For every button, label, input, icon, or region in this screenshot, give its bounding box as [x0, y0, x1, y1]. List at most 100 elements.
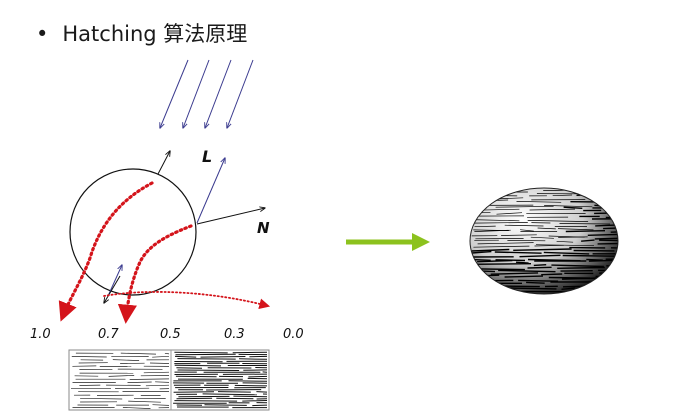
- hatch-stroke: [518, 279, 559, 282]
- light-vector-inner: [107, 265, 122, 297]
- hatch-stroke: [127, 381, 152, 383]
- hatch-stroke: [581, 239, 595, 242]
- tone-label: 1.0: [30, 327, 51, 342]
- hatch-stroke: [477, 259, 513, 263]
- hatch-stroke: [599, 239, 618, 242]
- hatch-stroke: [473, 245, 530, 248]
- hatch-stroke: [559, 223, 611, 225]
- hatch-stroke: [611, 188, 618, 191]
- hatch-stroke: [516, 201, 562, 203]
- hatch-stroke: [495, 205, 554, 208]
- sphere-circle: [69, 168, 197, 296]
- hatch-stroke: [556, 240, 574, 243]
- hatch-stroke: [120, 352, 157, 355]
- tone-label: 0.3: [224, 327, 245, 342]
- hatch-stroke: [202, 393, 258, 396]
- hatch-stroke: [563, 206, 583, 209]
- hatch-stroke: [177, 369, 240, 371]
- title-text: Hatching 算法原理: [62, 22, 248, 46]
- hatch-stroke: [217, 391, 251, 393]
- hatch-stroke: [470, 219, 520, 222]
- hatch-stroke: [592, 197, 618, 201]
- hatch-stroke: [477, 291, 517, 294]
- hatch-texture-strip: [68, 349, 270, 411]
- hatch-stroke: [473, 295, 486, 296]
- hatch-stroke: [476, 288, 507, 291]
- hatch-stroke: [599, 281, 618, 284]
- hatch-stroke: [173, 391, 215, 393]
- hatch-stroke: [513, 248, 572, 251]
- normal-vector: [196, 208, 265, 225]
- hatch-stroke: [594, 236, 618, 240]
- hatch-stroke: [164, 352, 170, 355]
- hatch-stroke: [535, 244, 595, 247]
- hatch-stroke: [477, 242, 534, 245]
- hatch-stroke: [252, 404, 268, 407]
- hatch-stroke: [557, 266, 605, 269]
- hatch-stroke: [470, 258, 491, 261]
- hatch-stroke: [565, 230, 606, 233]
- hatch-stroke: [200, 356, 246, 358]
- hatch-stroke: [471, 250, 492, 254]
- hatch-stroke: [474, 229, 511, 232]
- red-dotted-curve: [58, 181, 154, 322]
- hatch-stroke: [112, 359, 140, 361]
- normal-vector-inner: [104, 275, 121, 303]
- hatch-stroke: [543, 251, 590, 255]
- hatch-stroke: [558, 236, 588, 238]
- hatch-stroke: [471, 248, 510, 252]
- hatch-stroke: [490, 272, 539, 275]
- hatch-stroke: [605, 216, 618, 220]
- hatch-stroke: [80, 397, 123, 400]
- hatch-stroke: [551, 264, 604, 268]
- hatch-stroke: [174, 355, 197, 358]
- hatch-stroke: [585, 291, 603, 294]
- hatch-stroke: [470, 268, 525, 271]
- hatch-stroke: [534, 244, 564, 247]
- hatch-stroke: [609, 266, 618, 270]
- hatch-stroke: [588, 259, 618, 262]
- hatch-stroke: [606, 265, 618, 268]
- hatch-stroke: [597, 242, 618, 245]
- hatch-stroke: [496, 212, 523, 215]
- hatch-stroke: [471, 263, 532, 265]
- hatch-stroke: [508, 287, 557, 290]
- hatch-stroke: [174, 351, 228, 354]
- hatch-stroke: [471, 274, 500, 277]
- hatch-stroke: [239, 358, 268, 360]
- hatch-stroke: [600, 288, 618, 291]
- hatch-stroke: [143, 371, 170, 374]
- slide-title: • Hatching 算法原理: [36, 18, 247, 48]
- hatch-stroke: [155, 381, 170, 383]
- hatch-stroke: [234, 384, 268, 387]
- hatch-stroke: [586, 258, 603, 261]
- hatch-stroke: [232, 351, 268, 354]
- hatch-stroke: [527, 266, 552, 269]
- hatch-stroke: [128, 400, 161, 403]
- light-ray: [205, 59, 232, 128]
- hatch-stroke: [594, 211, 618, 215]
- bullet-icon: •: [36, 22, 49, 46]
- red-dotted-curve: [117, 224, 193, 324]
- hatch-stroke: [129, 378, 170, 380]
- hatch-stroke: [473, 285, 492, 288]
- hatch-stroke: [529, 208, 576, 211]
- hatch-stroke: [603, 227, 618, 230]
- hatch-stroke: [175, 375, 217, 378]
- hatch-stroke: [515, 261, 529, 264]
- hatch-stroke: [501, 234, 537, 236]
- hatch-stroke: [472, 222, 528, 224]
- hatch-stroke: [471, 196, 487, 199]
- label-normal: N: [257, 219, 270, 237]
- hatch-stroke: [602, 278, 617, 282]
- hatch-stroke: [610, 247, 618, 250]
- tone-label: 0.0: [283, 327, 304, 342]
- hatch-stroke: [610, 230, 618, 233]
- label-light: L: [202, 147, 212, 166]
- hatch-stroke: [520, 229, 534, 232]
- hatch-stroke: [152, 355, 170, 358]
- hatch-strip-border: [68, 349, 270, 411]
- hatch-stroke: [533, 264, 547, 267]
- hatch-stroke: [122, 407, 151, 409]
